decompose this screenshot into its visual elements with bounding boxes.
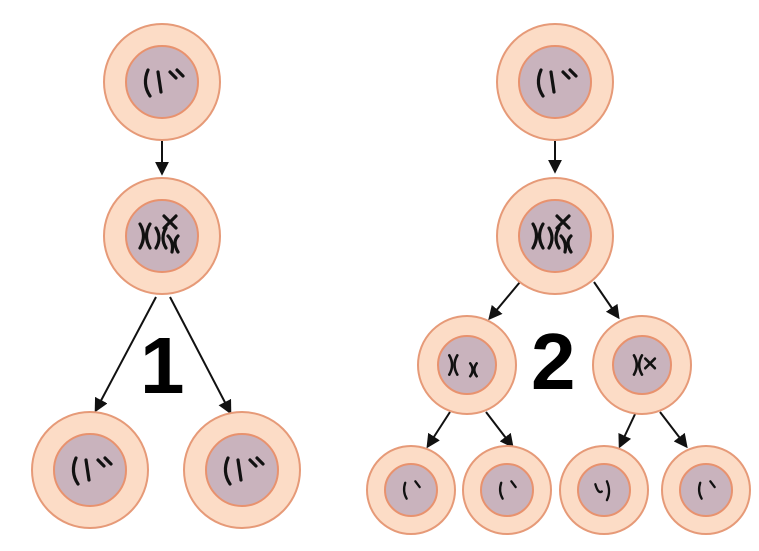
meiosis-label: 2 <box>531 317 576 406</box>
nucleus <box>125 45 199 119</box>
chromosome <box>248 458 258 468</box>
arrows-layer <box>94 141 688 449</box>
arrow-mitosis-split-left <box>94 296 157 413</box>
chromosome <box>468 362 474 378</box>
chromosome <box>156 70 163 94</box>
chromosome <box>255 456 265 466</box>
chromosome <box>138 222 146 250</box>
meiosis-replicated-cell <box>496 177 614 295</box>
nucleus <box>612 335 672 395</box>
chromosomes <box>447 354 478 378</box>
meiosis-i-daughter-cell-right <box>592 315 692 415</box>
meiosis-parent-cell <box>496 23 614 141</box>
chromosome <box>536 68 545 98</box>
chromosome <box>554 226 561 250</box>
arrow-meiosis-ii-4 <box>659 411 688 449</box>
meiosis-gamete-cell-3 <box>559 445 649 535</box>
nucleus <box>577 463 631 517</box>
arrow-meiosis-ii-3 <box>618 411 637 449</box>
chromosome <box>561 70 571 80</box>
chromosome <box>161 226 168 250</box>
chromosome <box>632 354 639 376</box>
nucleus <box>205 433 279 507</box>
chromosome <box>453 354 459 376</box>
arrow-meiosis-i-right <box>593 281 620 320</box>
chromosome <box>162 214 178 230</box>
chromosome <box>144 222 152 250</box>
chromosome <box>510 480 517 489</box>
chromosomes <box>138 214 180 254</box>
chromosomes <box>594 480 611 502</box>
chromosome <box>566 234 573 254</box>
mitosis-daughter-cell-right <box>183 411 301 529</box>
nucleus <box>384 463 438 517</box>
chromosomes <box>402 480 421 500</box>
chromosome <box>175 68 185 78</box>
chromosome <box>559 234 568 254</box>
nucleus <box>679 463 733 517</box>
arrow-meiosis-i-left <box>488 281 521 321</box>
chromosomes <box>632 354 657 376</box>
mitosis-label: 1 <box>140 321 185 410</box>
chromosomes <box>536 68 578 98</box>
chromosome <box>154 226 161 250</box>
chromosome <box>223 456 232 486</box>
chromosome <box>547 226 554 250</box>
meiosis-gamete-cell-4 <box>661 445 751 535</box>
chromosome <box>549 70 556 94</box>
cells-layer <box>31 23 751 535</box>
chromosome <box>605 480 611 502</box>
chromosome <box>637 354 644 376</box>
meiosis-gamete-cell-1 <box>366 445 456 535</box>
chromosome <box>568 68 578 78</box>
chromosome <box>96 458 106 468</box>
chromosomes <box>71 456 113 486</box>
chromosome <box>472 362 478 378</box>
chromosome <box>168 70 178 80</box>
nucleus <box>480 463 534 517</box>
chromosome <box>531 222 539 250</box>
chromosome <box>414 480 421 489</box>
chromosome <box>236 458 243 482</box>
chromosome <box>498 481 504 500</box>
arrow-mitosis-split-right <box>169 296 232 415</box>
arrow-meiosis-ii-2 <box>485 411 514 449</box>
mitosis-replicated-cell <box>103 177 221 295</box>
chromosome <box>697 481 703 500</box>
chromosome <box>166 234 175 254</box>
chromosome <box>555 214 571 230</box>
chromosome <box>402 481 408 500</box>
meiosis-gamete-cell-2 <box>462 445 552 535</box>
arrow-meiosis-ii-1 <box>426 411 451 449</box>
mitosis-daughter-cell-left <box>31 411 149 529</box>
chromosome <box>143 68 152 98</box>
chromosomes <box>498 480 517 500</box>
chromosome <box>537 222 545 250</box>
nucleus <box>437 335 497 395</box>
chromosomes <box>223 456 265 486</box>
chromosomes <box>531 214 573 254</box>
chromosome <box>103 456 113 466</box>
meiosis-i-daughter-cell-left <box>417 315 517 415</box>
chromosome <box>71 456 80 486</box>
chromosomes <box>697 480 716 500</box>
chromosome <box>173 234 180 254</box>
chromosome <box>447 354 454 376</box>
chromosome <box>594 483 603 494</box>
nucleus <box>53 433 127 507</box>
nucleus <box>518 45 592 119</box>
chromosome <box>643 357 657 370</box>
chromosome <box>709 480 716 489</box>
chromosomes <box>143 68 185 98</box>
chromosome <box>84 458 91 482</box>
mitosis-parent-cell <box>103 23 221 141</box>
